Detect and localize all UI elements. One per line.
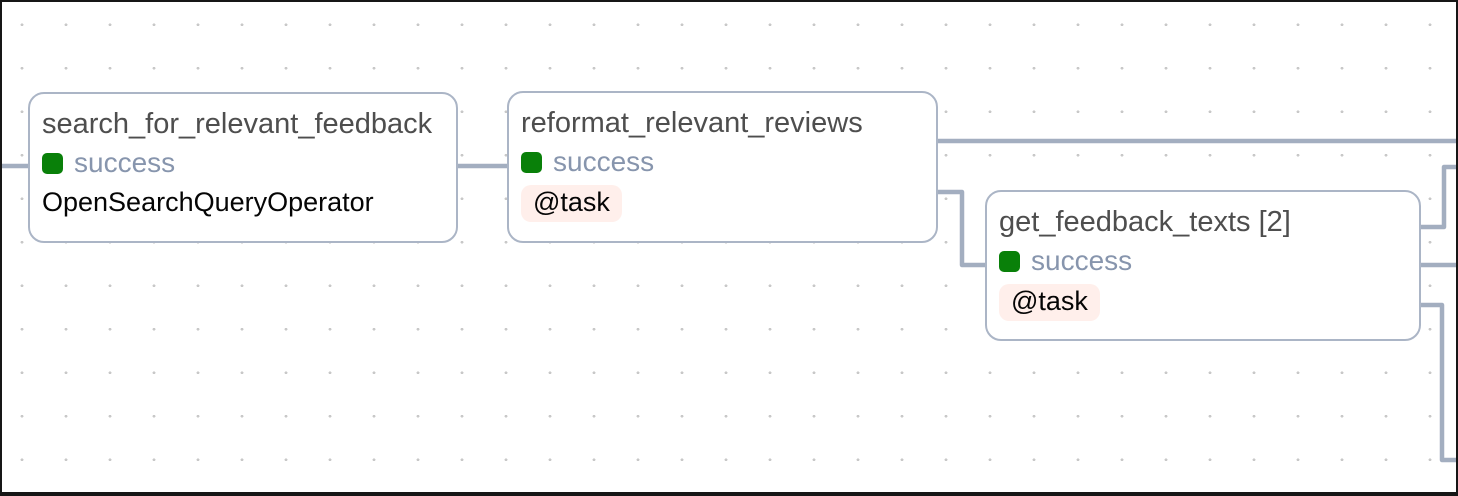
- task-state-label: success: [553, 146, 655, 177]
- task-status-row: success: [999, 246, 1407, 276]
- task-decorator-badge: @task: [521, 185, 622, 222]
- success-status-square-icon: [521, 151, 542, 173]
- task-name: search_for_relevant_feedback: [42, 108, 433, 140]
- task-name: reformat_relevant_reviews: [521, 107, 863, 139]
- operator-label: OpenSearchQueryOperator: [42, 187, 374, 217]
- task-node-get-feedback-texts[interactable]: get_feedback_texts [2] success @task: [985, 190, 1421, 341]
- edge-get-feedback-texts-to-bottom-right-offscreen: [1421, 302, 1456, 463]
- operator-row: @task: [999, 284, 1407, 321]
- success-status-square-icon: [42, 152, 63, 174]
- task-name: get_feedback_texts [2]: [999, 206, 1291, 238]
- task-decorator-badge: @task: [999, 284, 1100, 321]
- operator-row: @task: [521, 185, 924, 222]
- task-status-row: success: [42, 148, 444, 178]
- task-status-row: success: [521, 147, 924, 177]
- task-node-reformat-relevant-reviews[interactable]: reformat_relevant_reviews success @task: [507, 91, 938, 243]
- task-node-search-for-relevant-feedback[interactable]: search_for_relevant_feedback success Ope…: [28, 92, 458, 243]
- edge-reformat-to-get-feedback-texts: [938, 189, 985, 268]
- task-state-label: success: [74, 147, 176, 178]
- task-state-label: success: [1031, 245, 1133, 276]
- operator-row: OpenSearchQueryOperator: [42, 186, 444, 219]
- success-status-square-icon: [999, 250, 1020, 272]
- edge-right-offscreen-to-get-feedback-texts: [1421, 164, 1456, 230]
